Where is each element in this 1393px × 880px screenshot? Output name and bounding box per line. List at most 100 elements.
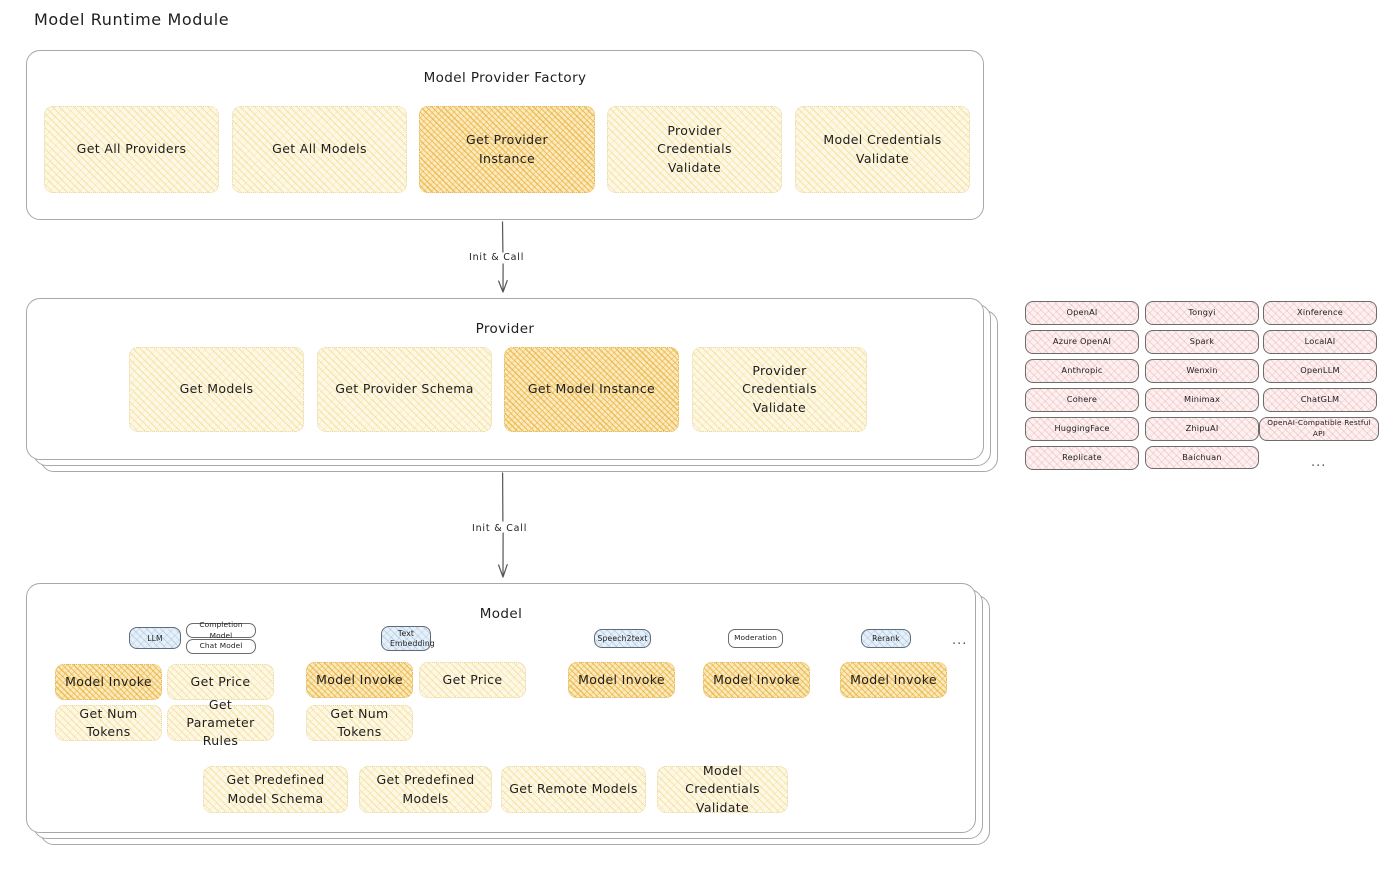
factory-item-label: Provider Credentials Validate — [657, 123, 732, 175]
speech2text-method-model-invoke[interactable]: Model Invoke — [568, 662, 675, 698]
factory-item-provider-credentials-validate[interactable]: Provider Credentials Validate — [607, 106, 782, 193]
provider-chip-label: Tongyi — [1188, 307, 1216, 318]
provider-chip-label: ZhipuAI — [1185, 423, 1219, 434]
model-subbadge-label: Chat Model — [199, 641, 243, 651]
method-label: Get Remote Models — [509, 781, 638, 797]
arrow-provider-to-model — [498, 472, 508, 578]
provider-chip-label: Anthropic — [1061, 365, 1103, 376]
provider-item-get-models[interactable]: Get Models — [129, 347, 304, 432]
rerank-method-model-invoke[interactable]: Model Invoke — [840, 662, 947, 698]
method-label: Model Invoke — [578, 671, 665, 687]
model-subbadge-chat-model[interactable]: Chat Model — [186, 639, 256, 654]
factory-item-model-credentials-validate[interactable]: Model Credentials Validate — [795, 106, 970, 193]
llm-method-get-price[interactable]: Get Price — [167, 664, 274, 700]
provider-chip-label: Xinference — [1297, 307, 1343, 318]
arrow-factory-to-provider — [498, 221, 508, 293]
provider-chip-openllm[interactable]: OpenLLM — [1263, 359, 1377, 383]
arrow-label-init-and-call-1: Init & Call — [469, 252, 525, 263]
factory-item-label: Get Provider Instance — [466, 132, 548, 166]
method-label: Get Price — [442, 671, 503, 687]
provider-chip-openai-compatible-restful-api[interactable]: OpenAI-Compatible Restful API — [1259, 417, 1379, 441]
model-shared-get-predefined-models[interactable]: Get Predefined Models — [359, 766, 492, 813]
provider-chip-minimax[interactable]: Minimax — [1145, 388, 1259, 412]
model-type-badge-rerank[interactable]: Rerank — [861, 629, 911, 648]
model-provider-factory-title: Model Provider Factory — [423, 70, 587, 86]
method-label: Model Credentials Validate — [685, 763, 760, 815]
provider-chip-label: Baichuan — [1182, 451, 1222, 462]
provider-list-more-ellipsis: ... — [1311, 455, 1327, 470]
provider-chip-label: HuggingFace — [1054, 423, 1110, 434]
model-shared-get-remote-models[interactable]: Get Remote Models — [501, 766, 646, 813]
provider-item-label: Get Model Instance — [527, 381, 656, 397]
method-label: Model Invoke — [316, 671, 403, 687]
provider-chip-replicate[interactable]: Replicate — [1025, 446, 1139, 470]
factory-item-get-provider-instance[interactable]: Get Provider Instance — [419, 106, 595, 193]
model-title: Model — [479, 606, 523, 622]
model-type-badge-moderation[interactable]: Moderation — [728, 629, 783, 648]
provider-chip-anthropic[interactable]: Anthropic — [1025, 359, 1139, 383]
provider-item-label: Get Provider Schema — [335, 381, 474, 397]
model-type-badge-llm[interactable]: LLM — [129, 627, 181, 649]
model-types-more-ellipsis: ... — [952, 633, 968, 648]
model-shared-get-predefined-model-schema[interactable]: Get Predefined Model Schema — [203, 766, 348, 813]
provider-chip-label: Wenxin — [1186, 365, 1218, 376]
model-type-badge-text-embedding[interactable]: Text Embedding — [381, 626, 435, 651]
provider-chip-openai[interactable]: OpenAI — [1025, 301, 1139, 325]
arrow-label-init-and-call-2: Init & Call — [472, 523, 528, 534]
provider-chip-label: OpenLLM — [1300, 365, 1340, 376]
provider-chip-wenxin[interactable]: Wenxin — [1145, 359, 1259, 383]
provider-item-provider-credentials-validate[interactable]: Provider Credentials Validate — [692, 347, 867, 432]
model-type-badge-label: Moderation — [734, 633, 777, 643]
provider-chip-label: OpenAI-Compatible Restful API — [1267, 418, 1371, 438]
text-embedding-method-get-price[interactable]: Get Price — [419, 662, 526, 698]
llm-method-get-num-tokens[interactable]: Get Num Tokens — [55, 705, 162, 741]
method-label: Model Invoke — [713, 671, 800, 687]
provider-chip-cohere[interactable]: Cohere — [1025, 388, 1139, 412]
factory-item-label: Get All Models — [272, 141, 367, 157]
provider-chip-spark[interactable]: Spark — [1145, 330, 1259, 354]
factory-item-label: Model Credentials Validate — [823, 132, 942, 166]
model-subbadge-label: Completion Model — [199, 619, 243, 640]
llm-method-get-parameter-rules[interactable]: Get Parameter Rules — [167, 697, 274, 748]
provider-chip-label: Azure OpenAI — [1052, 336, 1112, 347]
model-type-badge-speech2text[interactable]: Speech2text — [594, 629, 651, 648]
provider-chip-huggingface[interactable]: HuggingFace — [1025, 417, 1139, 441]
provider-item-label: Get Models — [179, 381, 254, 397]
provider-chip-label: Minimax — [1183, 394, 1221, 405]
model-subbadge-completion-model[interactable]: Completion Model — [186, 619, 256, 640]
factory-item-get-all-models[interactable]: Get All Models — [232, 106, 407, 193]
provider-chip-zhipuai[interactable]: ZhipuAI — [1145, 417, 1259, 441]
model-type-badge-label: LLM — [147, 633, 163, 643]
llm-method-model-invoke[interactable]: Model Invoke — [55, 664, 162, 700]
method-label: Get Predefined Model Schema — [226, 772, 325, 806]
provider-chip-azure-openai[interactable]: Azure OpenAI — [1025, 330, 1139, 354]
method-label: Model Invoke — [65, 673, 152, 689]
model-type-badge-label: Rerank — [872, 634, 900, 643]
provider-chip-xinference[interactable]: Xinference — [1263, 301, 1377, 325]
provider-chip-tongyi[interactable]: Tongyi — [1145, 301, 1259, 325]
text-embedding-method-model-invoke[interactable]: Model Invoke — [306, 662, 413, 698]
factory-item-label: Get All Providers — [76, 141, 187, 157]
text-embedding-method-get-num-tokens[interactable]: Get Num Tokens — [306, 705, 413, 741]
provider-chip-label: ChatGLM — [1300, 394, 1340, 405]
provider-chip-chatglm[interactable]: ChatGLM — [1263, 388, 1377, 412]
provider-chip-label: Spark — [1189, 336, 1215, 347]
method-label: Get Predefined Models — [376, 772, 475, 806]
provider-chip-baichuan[interactable]: Baichuan — [1145, 446, 1259, 469]
factory-item-get-all-providers[interactable]: Get All Providers — [44, 106, 219, 193]
model-type-badge-label: Text Embedding — [390, 629, 435, 648]
moderation-method-model-invoke[interactable]: Model Invoke — [703, 662, 810, 698]
provider-chip-label: LocalAI — [1304, 336, 1336, 347]
page-title: Model Runtime Module — [34, 10, 230, 29]
method-label: Get Parameter Rules — [186, 696, 255, 749]
provider-item-get-provider-schema[interactable]: Get Provider Schema — [317, 347, 492, 432]
model-shared-model-credentials-validate[interactable]: Model Credentials Validate — [657, 763, 788, 815]
provider-item-get-model-instance[interactable]: Get Model Instance — [504, 347, 679, 432]
provider-chip-localai[interactable]: LocalAI — [1263, 330, 1377, 354]
provider-chip-label: OpenAI — [1066, 307, 1098, 318]
method-label: Get Price — [190, 673, 251, 689]
model-type-badge-label: Speech2text — [597, 634, 648, 643]
method-label: Get Num Tokens — [79, 705, 138, 739]
method-label: Model Invoke — [850, 671, 937, 687]
